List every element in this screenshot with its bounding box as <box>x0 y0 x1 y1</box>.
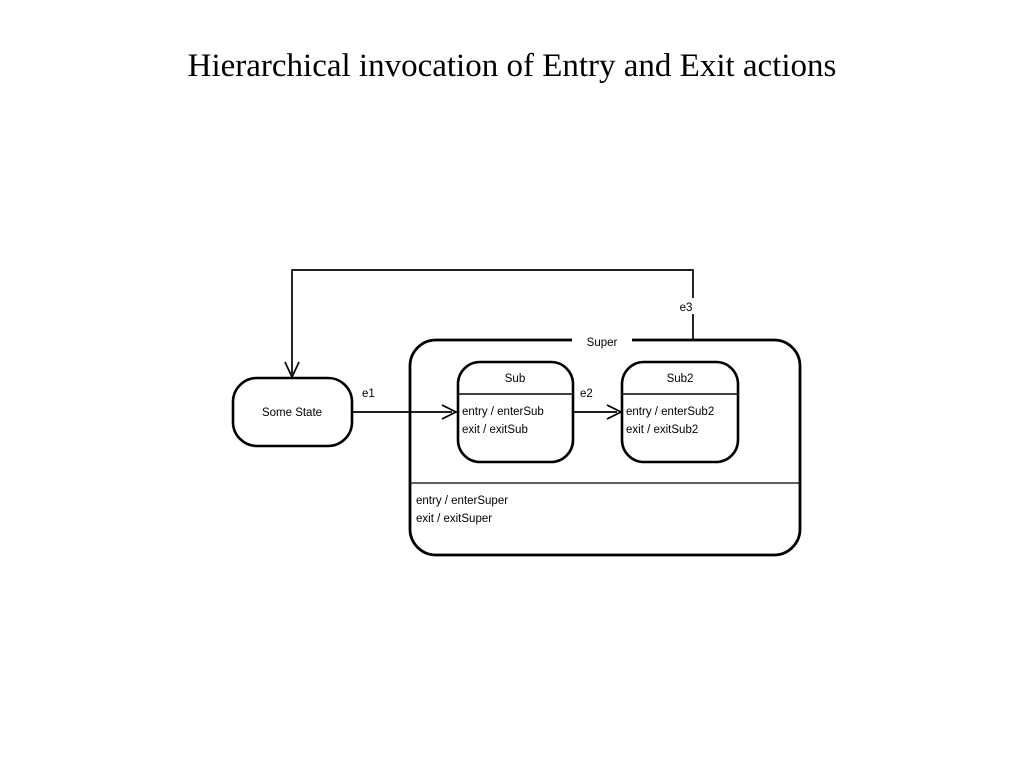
state-super-name: Super <box>587 337 618 349</box>
state-sub2-entry-action: entry / enterSub2 <box>626 406 714 418</box>
state-super-exit-action: exit / exitSuper <box>416 513 492 525</box>
transition-e2[interactable]: e2 <box>573 388 623 420</box>
page-title: Hierarchical invocation of Entry and Exi… <box>187 48 837 84</box>
transition-e3[interactable]: e3 <box>284 269 698 380</box>
state-sub2-name: Sub2 <box>667 373 694 385</box>
state-super-name-mask <box>572 331 632 349</box>
transition-e2-arrowhead <box>606 404 623 420</box>
state-sub-exit-action: exit / exitSub <box>462 424 528 436</box>
state-sub2[interactable]: Sub2 entry / enterSub2 exit / exitSub2 <box>620 360 740 464</box>
state-sub-name: Sub <box>505 373 525 385</box>
transition-e3-label-mask <box>676 298 698 314</box>
state-some-state-name: Some State <box>262 407 322 419</box>
transition-e3-arrowhead <box>284 361 300 380</box>
state-super-entry-action: entry / enterSuper <box>416 495 508 507</box>
state-sub-entry-action: entry / enterSub <box>462 406 544 418</box>
transition-e3-label: e3 <box>680 302 693 314</box>
state-sub2-exit-action: exit / exitSub2 <box>626 424 698 436</box>
transition-e1-label: e1 <box>362 388 375 400</box>
transition-e1-arrowhead <box>441 404 458 420</box>
transition-e1[interactable]: e1 <box>352 388 458 420</box>
transition-e2-label: e2 <box>580 388 593 400</box>
state-some-state[interactable]: Some State <box>231 376 354 448</box>
state-sub[interactable]: Sub entry / enterSub exit / exitSub <box>456 360 575 464</box>
